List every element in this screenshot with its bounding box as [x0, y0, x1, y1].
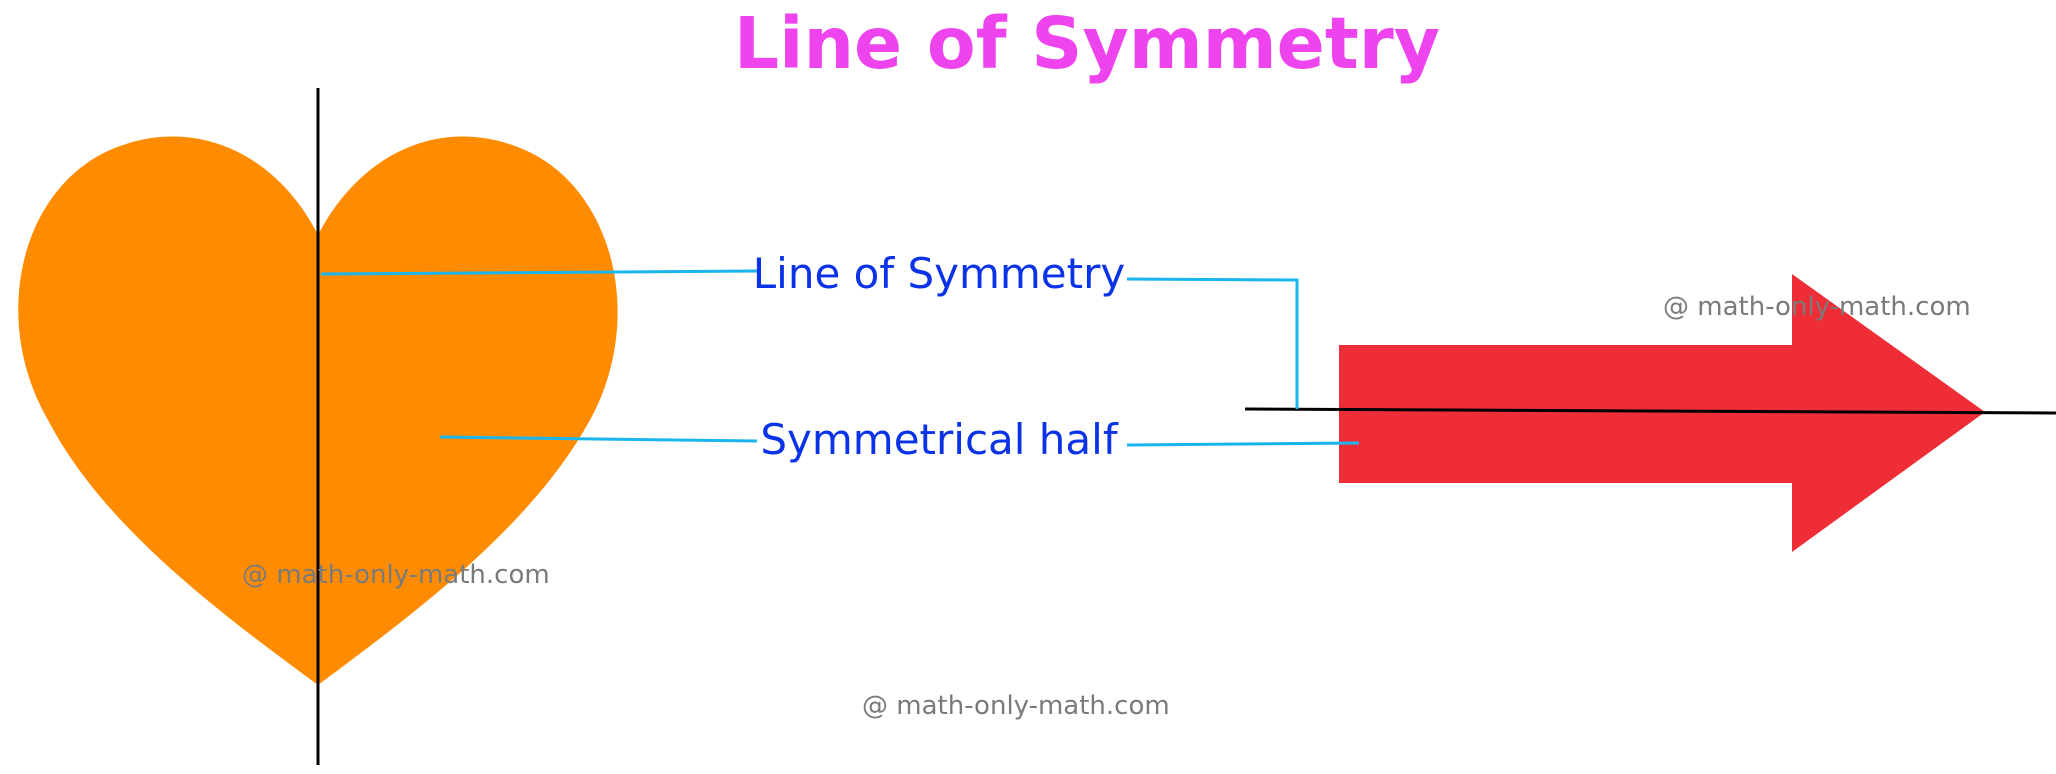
- label-symmetrical-half: Symmetrical half: [760, 415, 1118, 464]
- watermark-bottom: @ math-only-math.com: [862, 691, 1170, 721]
- watermark-heart: @ math-only-math.com: [242, 560, 550, 590]
- pointer-line-heart-half: [439, 435, 758, 443]
- page-title: Line of Symmetry: [734, 2, 1440, 85]
- label-line-of-symmetry: Line of Symmetry: [753, 249, 1125, 298]
- pointer-line-arrow-half: [1126, 441, 1360, 447]
- arrow-shape: [1339, 274, 1985, 552]
- pointer-line-heart-symmetry: [320, 269, 758, 276]
- arrow-symmetry-line: [1244, 407, 2056, 415]
- pointer-line-arrow-symmetry: [1126, 277, 1299, 409]
- watermark-arrow: @ math-only-math.com: [1663, 292, 1971, 322]
